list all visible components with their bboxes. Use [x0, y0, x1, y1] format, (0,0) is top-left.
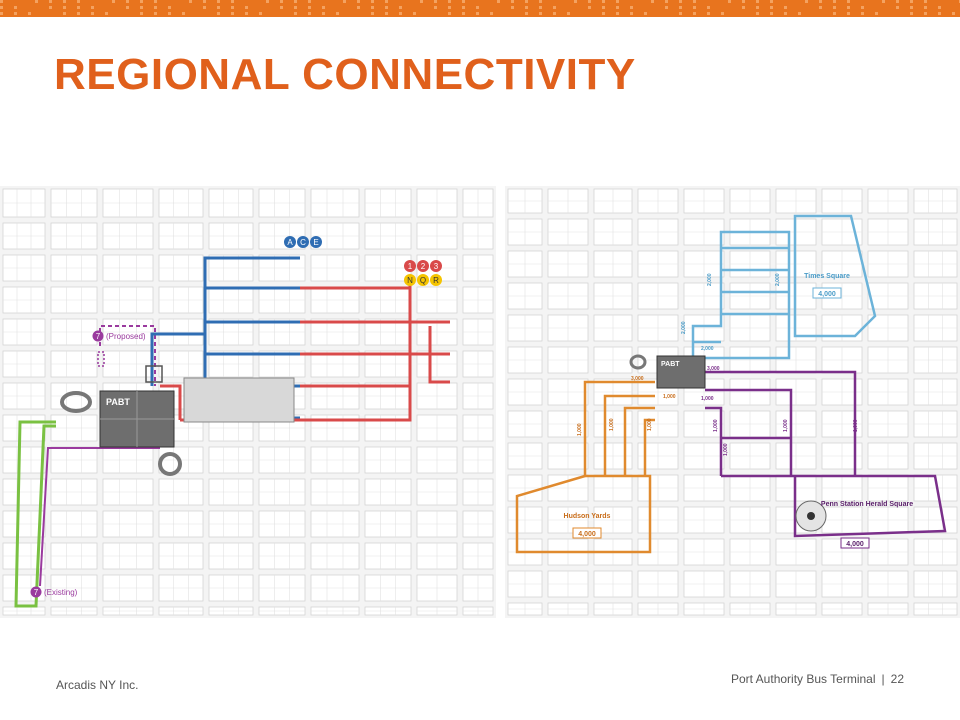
- svg-text:2,000: 2,000: [707, 273, 713, 286]
- svg-text:1,000: 1,000: [701, 396, 714, 402]
- svg-text:1,000: 1,000: [647, 418, 653, 431]
- slide-title: REGIONAL CONNECTIVITY: [54, 50, 636, 99]
- times-square-routes: [691, 214, 877, 366]
- svg-text:2: 2: [421, 262, 426, 271]
- svg-text:R: R: [433, 276, 439, 285]
- penn-station-routes: [705, 370, 947, 538]
- svg-text:E: E: [313, 238, 318, 247]
- line7-existing-label: 7 (Existing): [30, 586, 78, 598]
- top-decorative-band: [0, 0, 960, 17]
- pabt-label: PABT: [661, 361, 680, 368]
- svg-text:3,000: 3,000: [707, 366, 720, 372]
- line7-existing-route: [14, 420, 56, 608]
- svg-text:1,000: 1,000: [713, 419, 719, 432]
- svg-text:3: 3: [434, 262, 439, 271]
- svg-text:2,000: 2,000: [775, 273, 781, 286]
- line7-proposed-label: 7 (Proposed): [92, 330, 146, 342]
- svg-text:1: 1: [408, 262, 413, 271]
- svg-text:1,000: 1,000: [853, 419, 859, 432]
- svg-text:A: A: [287, 238, 293, 247]
- footer-presentation-title: Port Authority Bus Terminal: [731, 672, 876, 686]
- hudson-yards-routes: [515, 380, 655, 554]
- subway-connectivity-map: PABT A C E 1 2 3 N Q R 7 (Proposed) 7: [0, 186, 496, 618]
- svg-text:(Existing): (Existing): [44, 588, 78, 597]
- subway-badges-123: 1 2 3: [404, 260, 442, 272]
- footer-title: Port Authority Bus Terminal|22: [731, 672, 904, 686]
- page-number: 22: [890, 672, 904, 686]
- svg-text:7: 7: [96, 332, 101, 341]
- penn-station-label: Penn Station Herald Square: [821, 501, 913, 508]
- footer-company: Arcadis NY Inc.: [56, 678, 139, 692]
- subway-badges-nqr: N Q R: [404, 274, 442, 286]
- svg-text:1,000: 1,000: [663, 394, 676, 400]
- hudson-yards-capacity: 4,000: [578, 531, 596, 538]
- svg-text:Q: Q: [420, 276, 426, 285]
- pedestrian-flow-map: PABT Times Square 4,000 Hudson Yards 4,0…: [505, 186, 960, 618]
- flow-labels: 2,000 2,000 2,000 2,000 3,000 3,000 1,00…: [577, 273, 859, 456]
- svg-text:1,000: 1,000: [783, 419, 789, 432]
- subway-badges-ace: A C E: [284, 236, 322, 248]
- times-square-label: Times Square: [804, 273, 850, 280]
- svg-text:N: N: [407, 276, 413, 285]
- hudson-yards-label: Hudson Yards: [564, 513, 611, 520]
- svg-text:(Proposed): (Proposed): [106, 332, 146, 341]
- penn-station-capacity: 4,000: [846, 541, 864, 548]
- svg-text:2,000: 2,000: [681, 321, 687, 334]
- svg-text:1,000: 1,000: [723, 443, 729, 456]
- svg-text:1,000: 1,000: [577, 423, 583, 436]
- pabt-label: PABT: [106, 397, 130, 407]
- times-square-capacity: 4,000: [818, 291, 836, 298]
- svg-text:C: C: [300, 238, 306, 247]
- svg-text:3,000: 3,000: [631, 376, 644, 382]
- pabt-terminal-box: [656, 355, 706, 389]
- line7-purple-route: [39, 447, 160, 587]
- svg-text:2,000: 2,000: [701, 346, 714, 352]
- svg-text:1,000: 1,000: [609, 418, 615, 431]
- svg-text:7: 7: [34, 588, 39, 597]
